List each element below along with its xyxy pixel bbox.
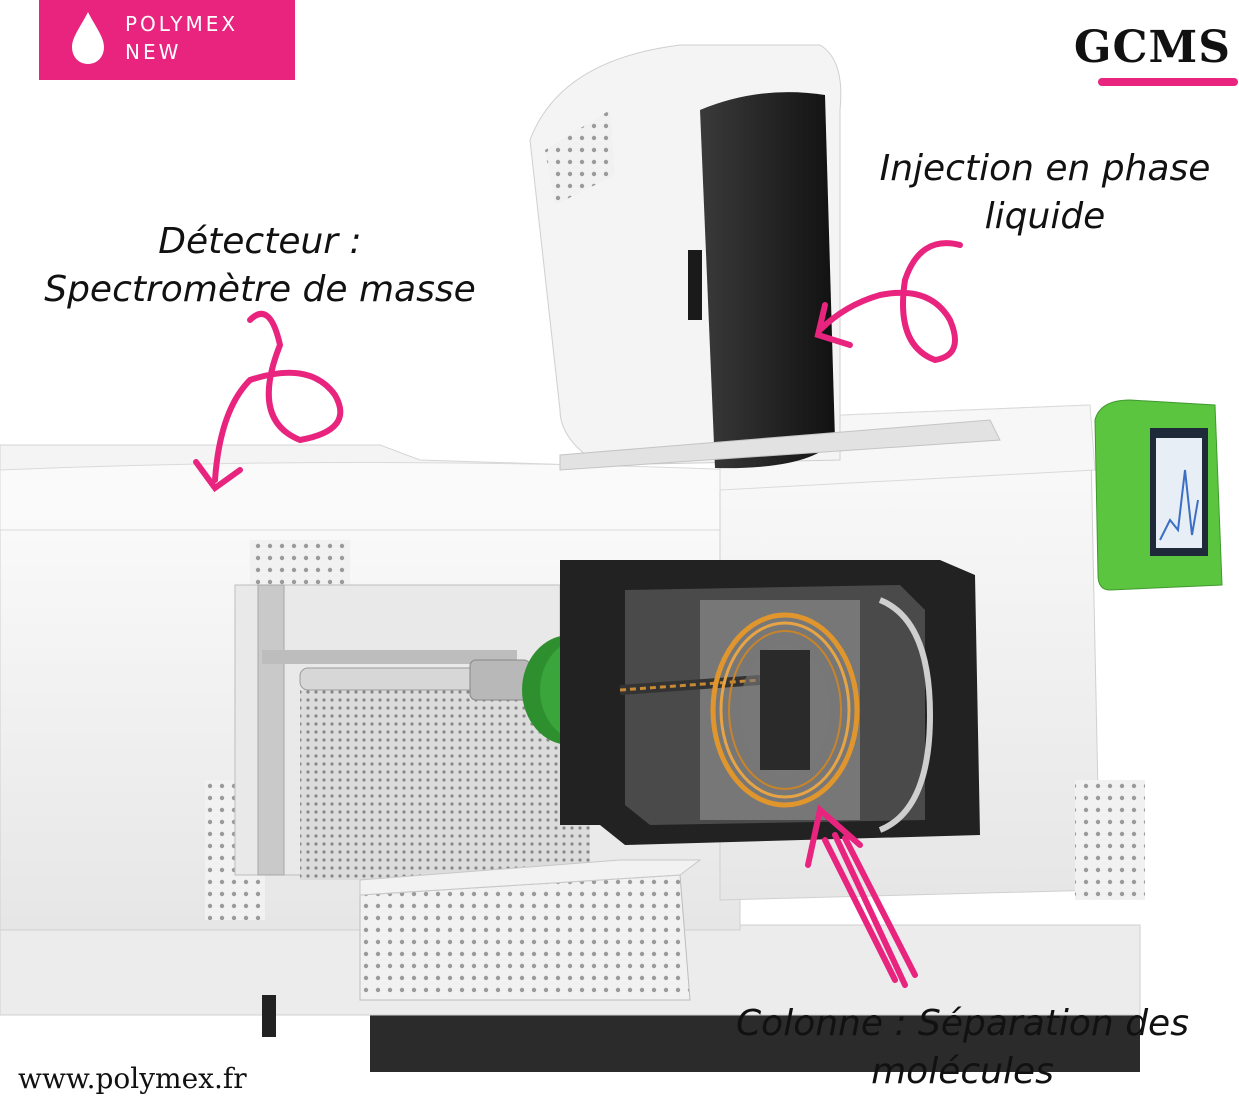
injection-annotation-line-1: Injection en phase: [879, 148, 1211, 189]
column-annotation-line-1: Colonne : Séparation des: [736, 1003, 1189, 1044]
column-annotation: Colonne : Séparation des molécules: [720, 1000, 1205, 1096]
injection-annotation-line-2: liquide: [984, 196, 1106, 237]
detector-annotation: Détecteur : Spectromètre de masse: [30, 218, 490, 314]
arrow-to-column: [805, 804, 918, 988]
touchscreen-panel: [1094, 399, 1223, 591]
autosampler-injector: [529, 44, 1001, 471]
title-underline: [1098, 78, 1238, 86]
website-link[interactable]: www.polymex.fr: [18, 1062, 247, 1095]
brand-badge: POLYMEX NEW: [39, 0, 295, 80]
injection-annotation: Injection en phase liquide: [860, 145, 1230, 241]
brand-name: POLYMEX NEW: [125, 10, 238, 66]
brand-line-1: POLYMEX: [125, 12, 239, 36]
arrow-to-injector: [814, 240, 963, 364]
detector-annotation-line-1: Détecteur :: [158, 221, 362, 262]
water-drop-icon: [72, 12, 104, 64]
detector-annotation-line-2: Spectromètre de masse: [44, 269, 476, 310]
brand-line-2: NEW: [125, 40, 182, 64]
page-title: GCMS: [1073, 22, 1231, 73]
column-annotation-line-2: molécules: [871, 1051, 1054, 1092]
open-ms-compartment: [234, 584, 590, 880]
arrow-to-detector: [193, 311, 344, 493]
drawer-tray: [359, 859, 702, 1001]
capillary-column-coil: [710, 612, 860, 808]
